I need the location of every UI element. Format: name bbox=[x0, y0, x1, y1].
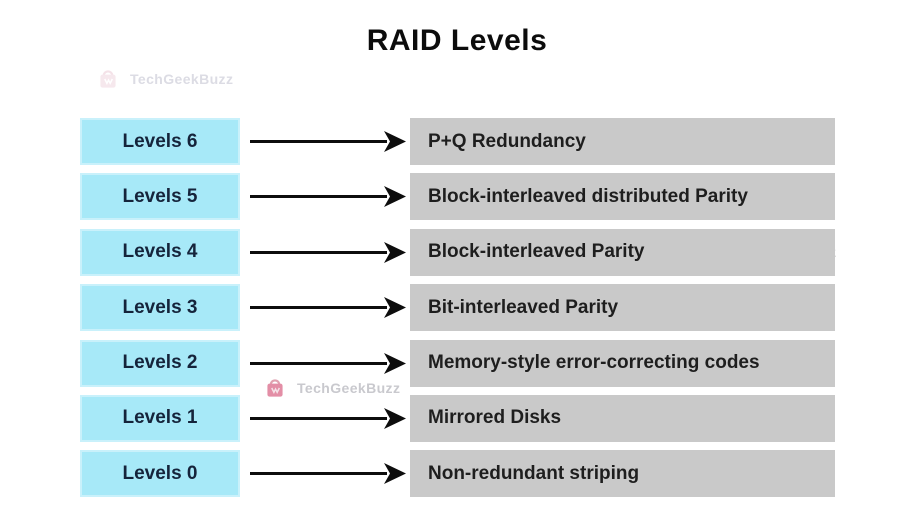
watermark: TechGeekBuzz bbox=[95, 66, 233, 92]
level-box: Levels 5 bbox=[80, 173, 240, 221]
level-label: Levels 2 bbox=[122, 352, 198, 374]
arrow-right-icon bbox=[250, 241, 406, 263]
description-box: Block-interleaved distributed Parity bbox=[410, 173, 835, 221]
level-box: Levels 6 bbox=[80, 118, 240, 165]
description-box: Mirrored Disks bbox=[410, 394, 835, 442]
description-label: Memory-style error-correcting codes bbox=[428, 352, 760, 374]
level-box: Levels 0 bbox=[80, 450, 240, 498]
watermark-text: TechGeekBuzz bbox=[130, 71, 234, 87]
level-box: Levels 4 bbox=[80, 228, 240, 276]
arrow-right-icon bbox=[250, 352, 406, 374]
raid-row: Levels 5 Block-interleaved distributed P… bbox=[80, 173, 835, 221]
level-label: Levels 6 bbox=[122, 130, 198, 152]
page-title: RAID Levels bbox=[366, 24, 548, 57]
level-box: Levels 2 bbox=[80, 339, 240, 387]
arrow-right-icon bbox=[250, 186, 406, 208]
description-box: Non-redundant striping bbox=[410, 450, 835, 498]
description-box: Block-interleaved Parity bbox=[410, 228, 835, 276]
arrow-right-icon bbox=[250, 407, 406, 429]
raid-row: Levels 4 Block-interleaved Parity bbox=[80, 228, 835, 276]
arrow-right-icon bbox=[250, 463, 406, 485]
description-box: Bit-interleaved Parity bbox=[410, 284, 835, 332]
description-label: Block-interleaved distributed Parity bbox=[428, 185, 748, 207]
raid-row: Levels 2 Memory-style error-correcting c… bbox=[80, 339, 835, 387]
description-box: P+Q Redundancy bbox=[410, 118, 835, 165]
level-box: Levels 1 bbox=[80, 394, 240, 442]
arrow-right-icon bbox=[250, 131, 406, 152]
raid-row: Levels 1 Mirrored Disks bbox=[80, 394, 835, 442]
level-label: Levels 0 bbox=[122, 462, 198, 484]
raid-rows: Levels 6 P+Q Redundancy Levels 5 Block-i… bbox=[80, 118, 835, 506]
description-label: Non-redundant striping bbox=[428, 462, 640, 484]
description-label: Mirrored Disks bbox=[428, 407, 562, 429]
description-label: Bit-interleaved Parity bbox=[428, 296, 619, 318]
raid-row: Levels 6 P+Q Redundancy bbox=[80, 118, 835, 165]
level-label: Levels 4 bbox=[122, 241, 198, 263]
level-label: Levels 3 bbox=[122, 296, 198, 318]
description-label: P+Q Redundancy bbox=[428, 130, 586, 152]
raid-row: Levels 3 Bit-interleaved Parity bbox=[80, 284, 835, 332]
arrow-right-icon bbox=[250, 297, 406, 319]
raid-row: Levels 0 Non-redundant striping bbox=[80, 450, 835, 498]
description-box: Memory-style error-correcting codes bbox=[410, 339, 835, 387]
techgeekbuzz-bag-icon bbox=[100, 70, 116, 88]
level-box: Levels 3 bbox=[80, 284, 240, 332]
level-label: Levels 5 bbox=[122, 185, 198, 207]
description-label: Block-interleaved Parity bbox=[428, 241, 645, 263]
level-label: Levels 1 bbox=[122, 407, 198, 429]
